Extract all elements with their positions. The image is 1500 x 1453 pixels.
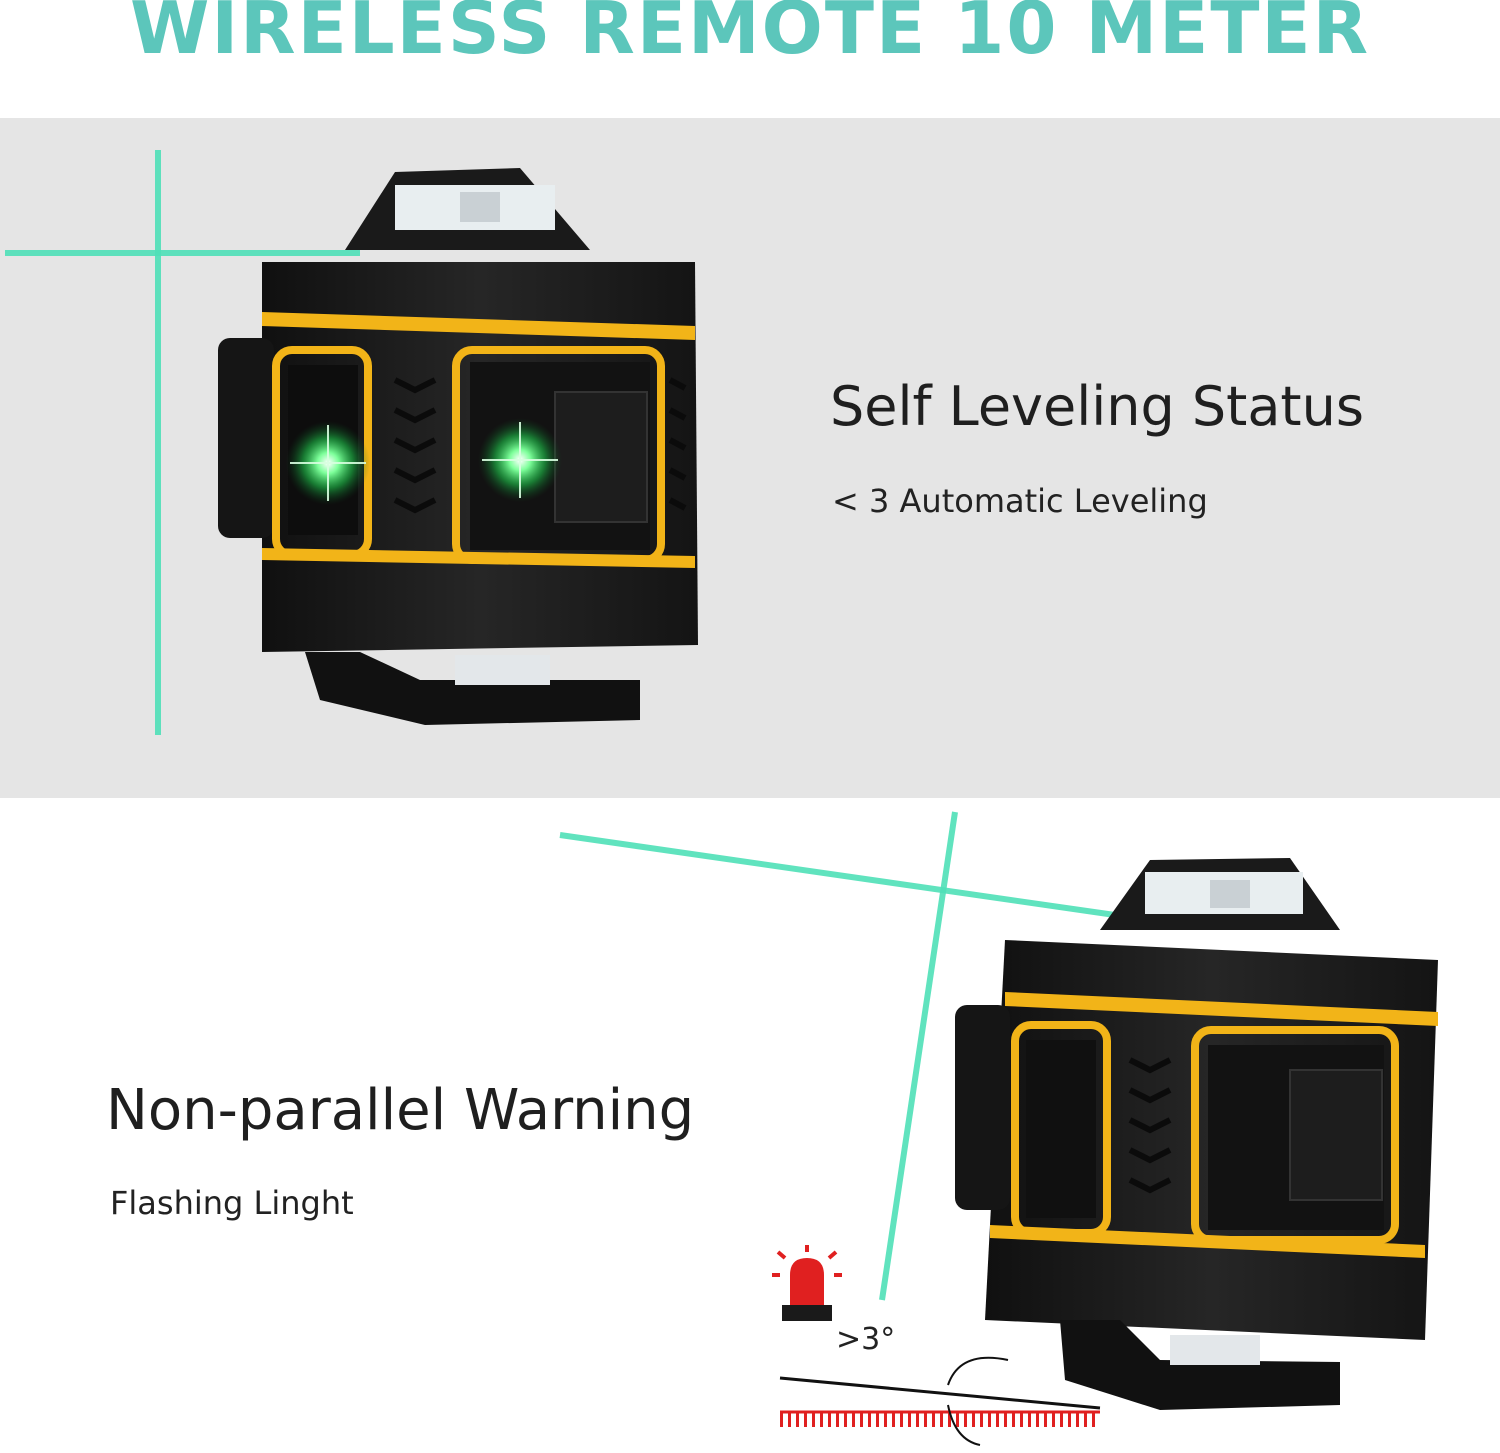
laser-level-device-bottom xyxy=(955,858,1438,1410)
tilt-angle-diagram xyxy=(779,1356,1101,1446)
warning-beacon-icon xyxy=(772,1245,842,1321)
tilt-angle-label: >3° xyxy=(836,1322,896,1357)
self-leveling-subtitle: < 3 Automatic Leveling xyxy=(832,482,1208,520)
laser-lines-bottom xyxy=(559,811,1116,1301)
non-parallel-warning-title: Non-parallel Warning xyxy=(106,1078,695,1143)
page-headline: WIRELESS REMOTE 10 METER xyxy=(129,0,1371,70)
non-parallel-warning-subtitle: Flashing Linght xyxy=(110,1184,354,1222)
self-leveling-title: Self Leveling Status xyxy=(830,375,1364,438)
laser-level-device-top xyxy=(218,168,698,725)
laser-lines-top xyxy=(5,150,360,735)
